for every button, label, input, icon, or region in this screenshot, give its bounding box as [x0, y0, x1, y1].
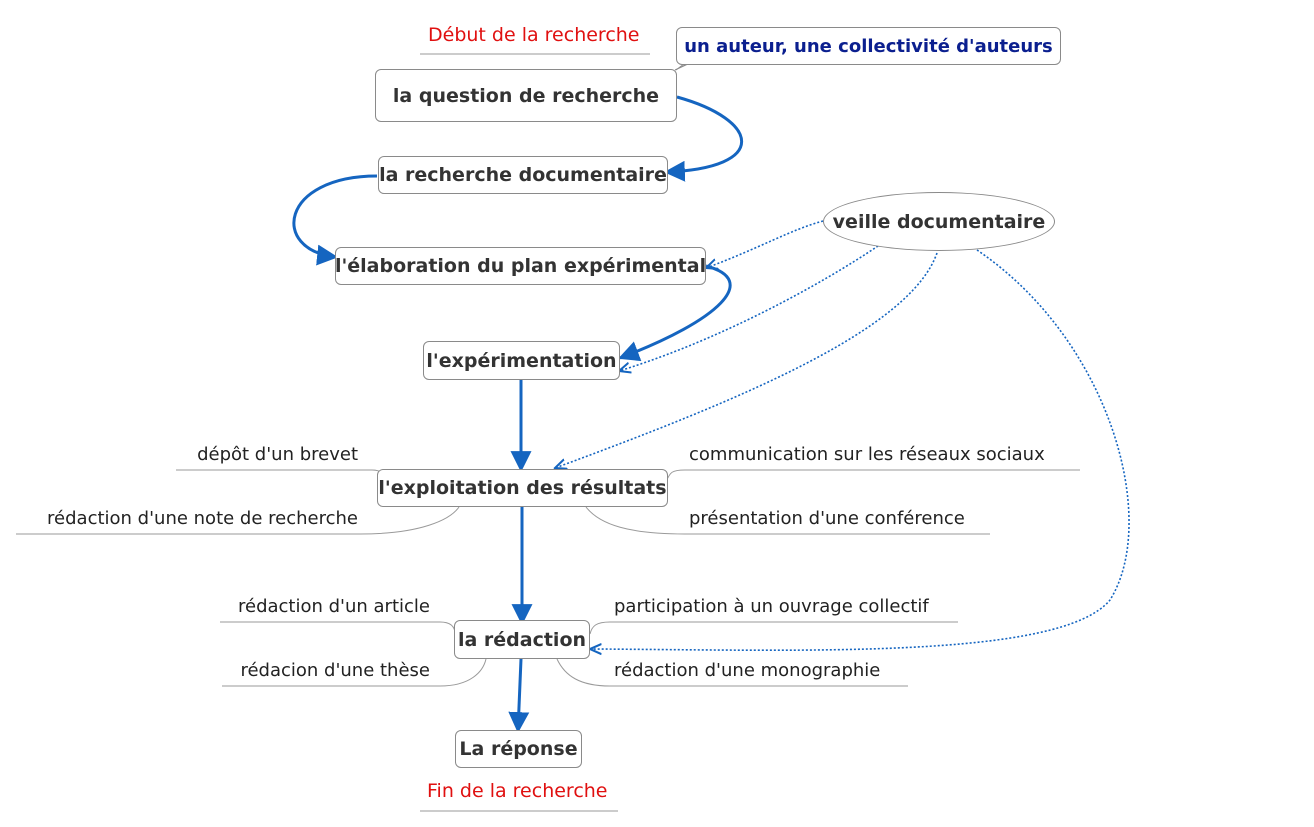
node-question-recherche-label: la question de recherche — [392, 84, 660, 107]
node-exploitation-resultats-label: l'exploitation des résultats — [378, 477, 667, 499]
branch-label-reseaux-sociaux[interactable]: communication sur les réseaux sociaux — [689, 444, 1045, 465]
branch-label-monographie[interactable]: rédaction d'une monographie — [614, 660, 881, 681]
node-plan-experimental[interactable]: l'élaboration du plan expérimental — [335, 247, 706, 285]
node-exploitation-resultats[interactable]: l'exploitation des résultats — [377, 469, 668, 507]
veille-link-experimentation — [619, 245, 879, 371]
node-reponse-label: La réponse — [459, 738, 578, 760]
node-plan-experimental-label: l'élaboration du plan expérimental — [334, 255, 707, 277]
branch-line-depot-brevet — [176, 469, 385, 483]
veille-link-plan — [706, 220, 824, 268]
node-question-recherche[interactable]: la question de recherche — [375, 69, 677, 122]
branch-label-ouvrage[interactable]: participation à un ouvrage collectif — [614, 596, 929, 617]
veille-link-exploitation — [555, 252, 938, 468]
flow-arrow-plan-to-experimentation — [618, 264, 732, 362]
node-veille-documentaire[interactable]: veille documentaire — [823, 192, 1055, 251]
flow-arrow-recherche-to-plan — [292, 174, 378, 266]
node-veille-documentaire-label: veille documentaire — [832, 210, 1046, 233]
branch-line-article — [220, 621, 456, 635]
end-marker: Fin de la recherche — [427, 780, 608, 802]
author-callout[interactable]: un auteur, une collectivité d'auteurs — [676, 27, 1061, 65]
flow-arrow-redaction-to-reponse — [508, 658, 530, 734]
branch-label-these[interactable]: rédacion d'une thèse — [240, 660, 430, 681]
branch-line-note-recherche — [16, 506, 460, 535]
author-callout-text: un auteur, une collectivité d'auteurs — [684, 35, 1053, 57]
branch-label-article[interactable]: rédaction d'un article — [237, 596, 430, 617]
node-redaction-label: la rédaction — [457, 628, 587, 651]
branch-line-monographie — [556, 658, 908, 687]
branch-label-note-recherche[interactable]: rédaction d'une note de recherche — [47, 508, 358, 529]
node-redaction[interactable]: la rédaction — [454, 620, 590, 659]
node-experimentation[interactable]: l'expérimentation — [423, 341, 620, 380]
branch-label-conference[interactable]: présentation d'une conférence — [689, 508, 965, 529]
node-reponse[interactable]: La réponse — [455, 730, 582, 768]
flow-arrow-question-to-recherche — [663, 95, 744, 182]
branch-label-depot-brevet[interactable]: dépôt d'un brevet — [197, 444, 358, 465]
node-recherche-documentaire[interactable]: la recherche documentaire — [378, 156, 668, 194]
veille-link-redaction — [590, 249, 1130, 650]
branch-line-these — [222, 658, 487, 687]
node-recherche-documentaire-label: la recherche documentaire — [379, 164, 667, 186]
branch-line-ouvrage — [589, 621, 958, 635]
branch-line-conference — [585, 506, 990, 535]
branch-line-reseaux-sociaux — [665, 469, 1080, 483]
start-marker: Début de la recherche — [428, 24, 640, 46]
node-experimentation-label: l'expérimentation — [426, 349, 617, 372]
